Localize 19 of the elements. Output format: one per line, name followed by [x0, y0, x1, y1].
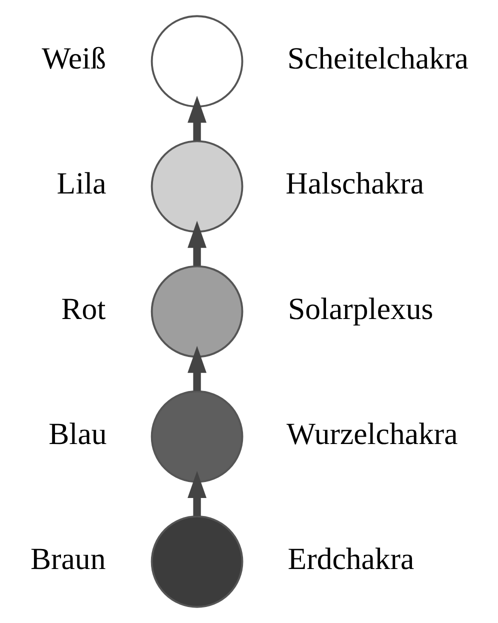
node-label: Solarplexus: [288, 292, 434, 326]
node-label: Halschakra: [286, 166, 424, 201]
arrow: [188, 220, 206, 266]
node-circle: [150, 140, 244, 233]
node-label: Braun: [30, 542, 106, 576]
node-label: Lila: [56, 166, 106, 201]
node-label: Rot: [61, 292, 106, 326]
node-label: Erdchakra: [288, 542, 414, 576]
node-label: Scheitelchakra: [287, 42, 468, 76]
node-circle: [150, 265, 244, 358]
node-circle: [150, 390, 244, 483]
arrow: [188, 96, 206, 141]
node-label: Weiß: [42, 42, 106, 76]
node-circle: [150, 515, 244, 608]
arrow: [188, 470, 206, 516]
node-label: Wurzelchakra: [286, 416, 458, 451]
arrow: [188, 346, 206, 391]
node-label: Blau: [48, 416, 107, 451]
node-circle: [150, 15, 244, 108]
